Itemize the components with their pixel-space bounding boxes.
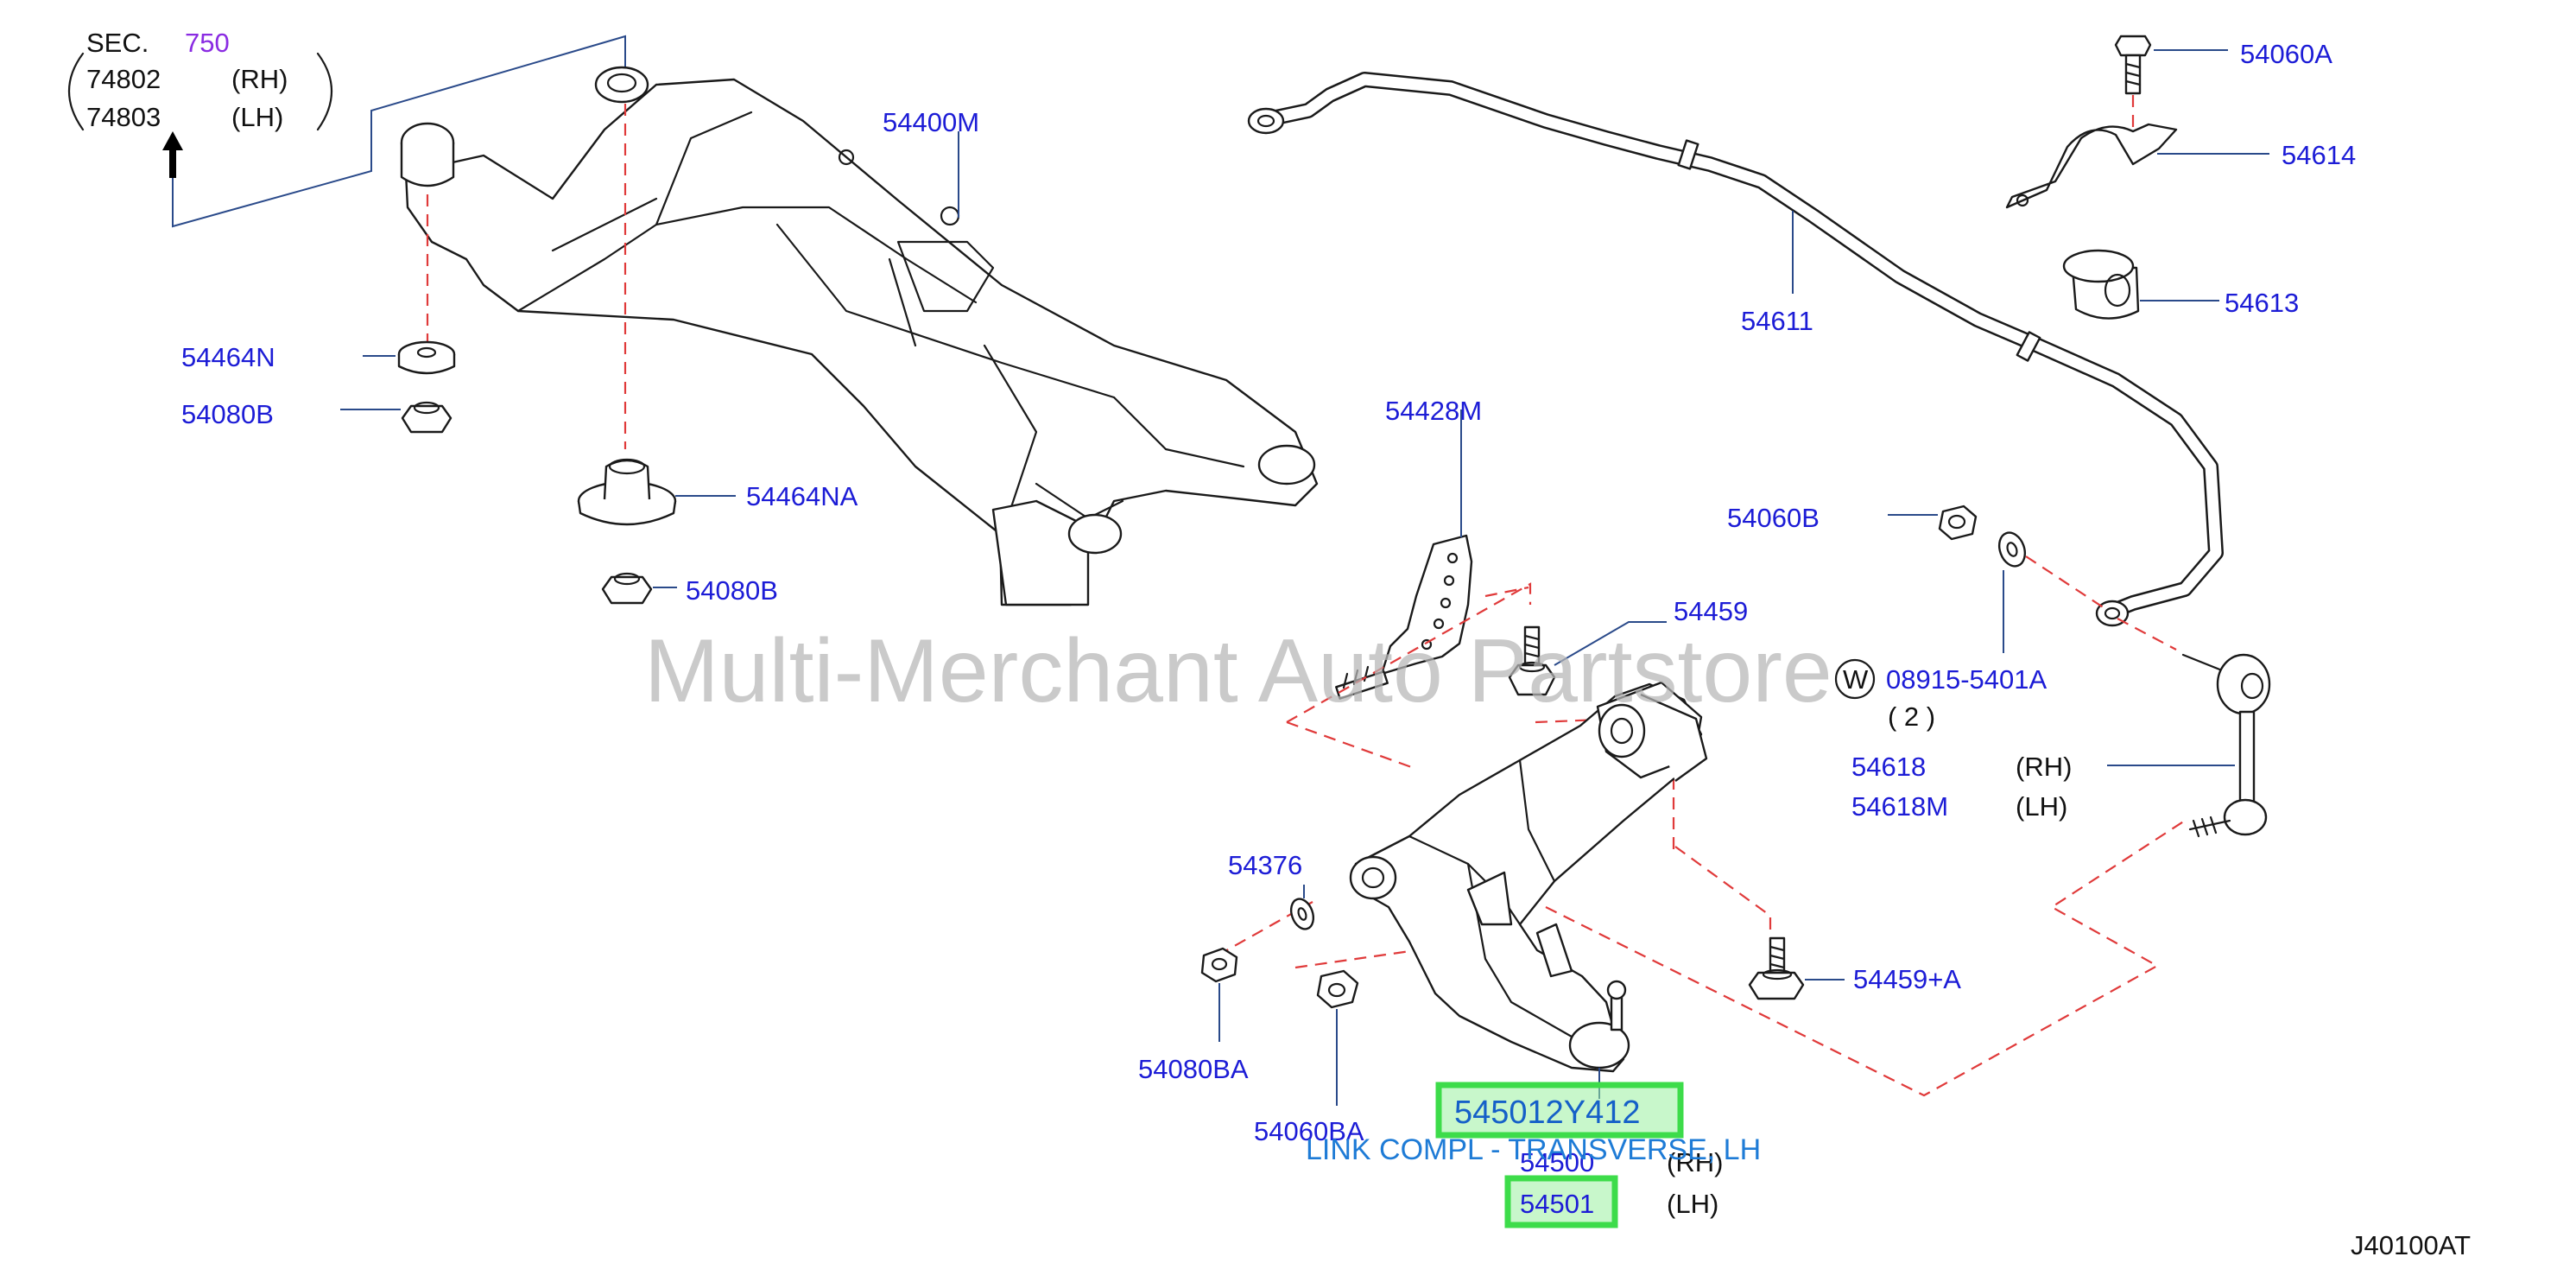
callout-54618M-side: (LH) bbox=[2016, 791, 2067, 822]
nut-54080B-lower[interactable] bbox=[601, 572, 653, 605]
callout-54060BA[interactable]: 54060BA bbox=[1254, 1116, 1364, 1146]
bracket-54428M[interactable] bbox=[1335, 534, 1473, 700]
callout-54464N[interactable]: 54464N bbox=[181, 342, 275, 372]
nut-54060B[interactable] bbox=[1938, 505, 1978, 541]
callout-54618-side: (RH) bbox=[2016, 752, 2072, 782]
callout-54501[interactable]: 54501 bbox=[1520, 1189, 1594, 1219]
highlight-part-number[interactable]: 545012Y412 bbox=[1454, 1095, 1641, 1131]
callout-54500[interactable]: 54500 bbox=[1520, 1147, 1594, 1177]
stabilizer-link-54618[interactable] bbox=[2181, 653, 2271, 838]
callout-54611[interactable]: 54611 bbox=[1741, 306, 1813, 336]
left-brace bbox=[68, 52, 85, 131]
bracket-54614[interactable] bbox=[2005, 123, 2178, 209]
crossmember-body bbox=[404, 78, 1319, 606]
callout-54080B-upper[interactable]: 54080B bbox=[181, 399, 274, 429]
sec-lh-side: (LH) bbox=[231, 102, 283, 132]
callout-54613[interactable]: 54613 bbox=[2225, 288, 2299, 318]
bolt-54459A[interactable] bbox=[1748, 936, 1805, 1000]
washer-symbol: W bbox=[1843, 664, 1869, 695]
sec-label: SEC. bbox=[86, 28, 149, 58]
lower-link-arm[interactable] bbox=[1349, 681, 1708, 1073]
up-arrow-shaft bbox=[169, 149, 176, 178]
callout-54500-side: (RH) bbox=[1667, 1147, 1723, 1177]
bushing-54613[interactable] bbox=[2062, 249, 2140, 320]
bushing-rear-right bbox=[594, 66, 649, 104]
highlight-description: LINK COMPL - TRANSVERSE, LH bbox=[1306, 1133, 1761, 1166]
bushing-front-left bbox=[1067, 513, 1123, 555]
callout-54459[interactable]: 54459 bbox=[1674, 596, 1748, 626]
callout-54464NA[interactable]: 54464NA bbox=[746, 481, 858, 511]
nut-54080B-upper[interactable] bbox=[401, 401, 453, 434]
callout-08915-5401A[interactable]: 08915-5401A bbox=[1886, 664, 2047, 695]
qty-08915: ( 2 ) bbox=[1888, 701, 1935, 732]
washer-08915[interactable] bbox=[1995, 529, 2029, 569]
sec-lh-part: 74803 bbox=[86, 102, 161, 132]
diagram-code: J40100AT bbox=[2351, 1230, 2471, 1260]
callout-54459A[interactable]: 54459+A bbox=[1853, 964, 1961, 994]
nut-54060BA[interactable] bbox=[1316, 969, 1359, 1009]
callout-54614[interactable]: 54614 bbox=[2282, 140, 2356, 170]
callout-54376[interactable]: 54376 bbox=[1228, 850, 1302, 880]
sec-rh-side: (RH) bbox=[231, 64, 288, 94]
callout-54501-side: (LH) bbox=[1667, 1189, 1718, 1219]
watermark: Multi-Merchant Auto Partstore bbox=[644, 621, 1832, 721]
insulator-54464N[interactable] bbox=[397, 340, 456, 375]
nut-54080BA[interactable] bbox=[1200, 947, 1238, 983]
right-brace bbox=[316, 52, 332, 131]
sec-number[interactable]: 750 bbox=[185, 28, 230, 58]
washer-symbol-circle bbox=[1834, 658, 1876, 700]
callout-54618M[interactable]: 54618M bbox=[1851, 791, 1948, 822]
highlight-box-part-number bbox=[1435, 1082, 1684, 1139]
stabilizer-bar-54611[interactable] bbox=[1247, 72, 2224, 627]
sec-rh-part: 74802 bbox=[86, 64, 161, 94]
callout-54080B-lower[interactable]: 54080B bbox=[686, 575, 778, 606]
callout-54618[interactable]: 54618 bbox=[1851, 752, 1926, 782]
insulator-54464NA[interactable] bbox=[577, 458, 677, 526]
callout-54080BA[interactable]: 54080BA bbox=[1138, 1054, 1249, 1084]
callout-54060B[interactable]: 54060B bbox=[1727, 503, 1820, 533]
section-reference[interactable]: SEC. 750 74802 (RH) 74803 (LH) bbox=[68, 28, 332, 178]
callout-54400M[interactable]: 54400M bbox=[883, 107, 979, 137]
callout-54428M[interactable]: 54428M bbox=[1385, 396, 1482, 426]
bushing-front-right bbox=[1257, 444, 1316, 486]
crossmember-54400M[interactable] bbox=[400, 66, 1319, 606]
bolt-54459[interactable] bbox=[1508, 625, 1556, 696]
washer-54376[interactable] bbox=[1288, 896, 1318, 932]
up-arrow-icon bbox=[162, 131, 183, 150]
highlight-box-54501 bbox=[1504, 1175, 1618, 1228]
callout-54060A[interactable]: 54060A bbox=[2240, 39, 2332, 69]
sec-leader-line bbox=[172, 35, 626, 228]
bolt-54060A[interactable] bbox=[2114, 35, 2152, 95]
